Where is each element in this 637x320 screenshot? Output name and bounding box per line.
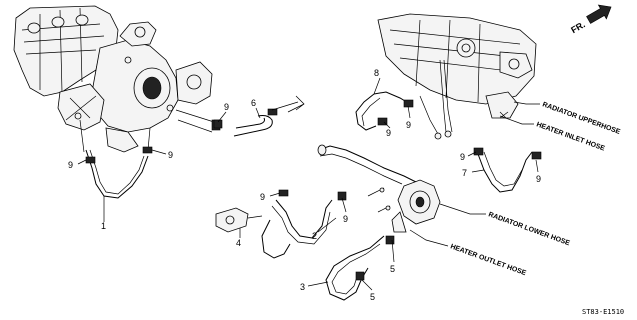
callout-5a: 5: [390, 264, 395, 274]
callout-9a: 9: [68, 160, 73, 170]
callout-9d: 9: [260, 192, 265, 202]
callout-9g: 9: [460, 152, 465, 162]
part-3-hose: [325, 235, 395, 301]
callout-7: 7: [462, 168, 467, 178]
cylinder-head-assembly: [377, 13, 537, 233]
callout-3: 3: [300, 282, 305, 292]
front-direction-indicator: FR.: [569, 4, 612, 35]
callout-4: 4: [236, 238, 241, 248]
callout-2: 2: [312, 231, 317, 241]
part-4-bracket: [215, 207, 263, 233]
label-radiator-lower-hose: RADIATOR LOWER HOSE: [487, 211, 571, 247]
diagram-code: ST83-E1510: [582, 308, 624, 316]
part-6-arrow: [287, 95, 305, 113]
part-2-hose: [261, 189, 333, 259]
callout-9h: 9: [536, 174, 541, 184]
part-6-bypass-hose: [233, 101, 299, 137]
callout-9i: 9: [406, 120, 411, 130]
callout-9c: 9: [224, 102, 229, 112]
callout-1: 1: [101, 221, 106, 231]
fr-label: FR.: [569, 19, 587, 35]
part-8-hose: [355, 91, 414, 131]
callout-9e: 9: [343, 214, 348, 224]
label-heater-outlet-hose: HEATER OUTLET HOSE: [449, 243, 527, 277]
callout-9b: 9: [168, 150, 173, 160]
callout-5b: 5: [370, 292, 375, 302]
leader-lines: [77, 77, 540, 291]
water-pipe-assembly: [317, 144, 417, 213]
clamp-9-top: [213, 119, 223, 129]
callout-6: 6: [251, 98, 256, 108]
part-7-hose: [473, 111, 542, 193]
fr-arrow-icon: [586, 4, 612, 24]
intake-manifold-assembly: [13, 5, 221, 199]
callout-9f: 9: [386, 128, 391, 138]
callout-8: 8: [374, 68, 379, 78]
callout-numbers: 1 2 3 4 5 5 6 7 8 9 9 9 9 9 9 9 9 9: [68, 68, 541, 302]
